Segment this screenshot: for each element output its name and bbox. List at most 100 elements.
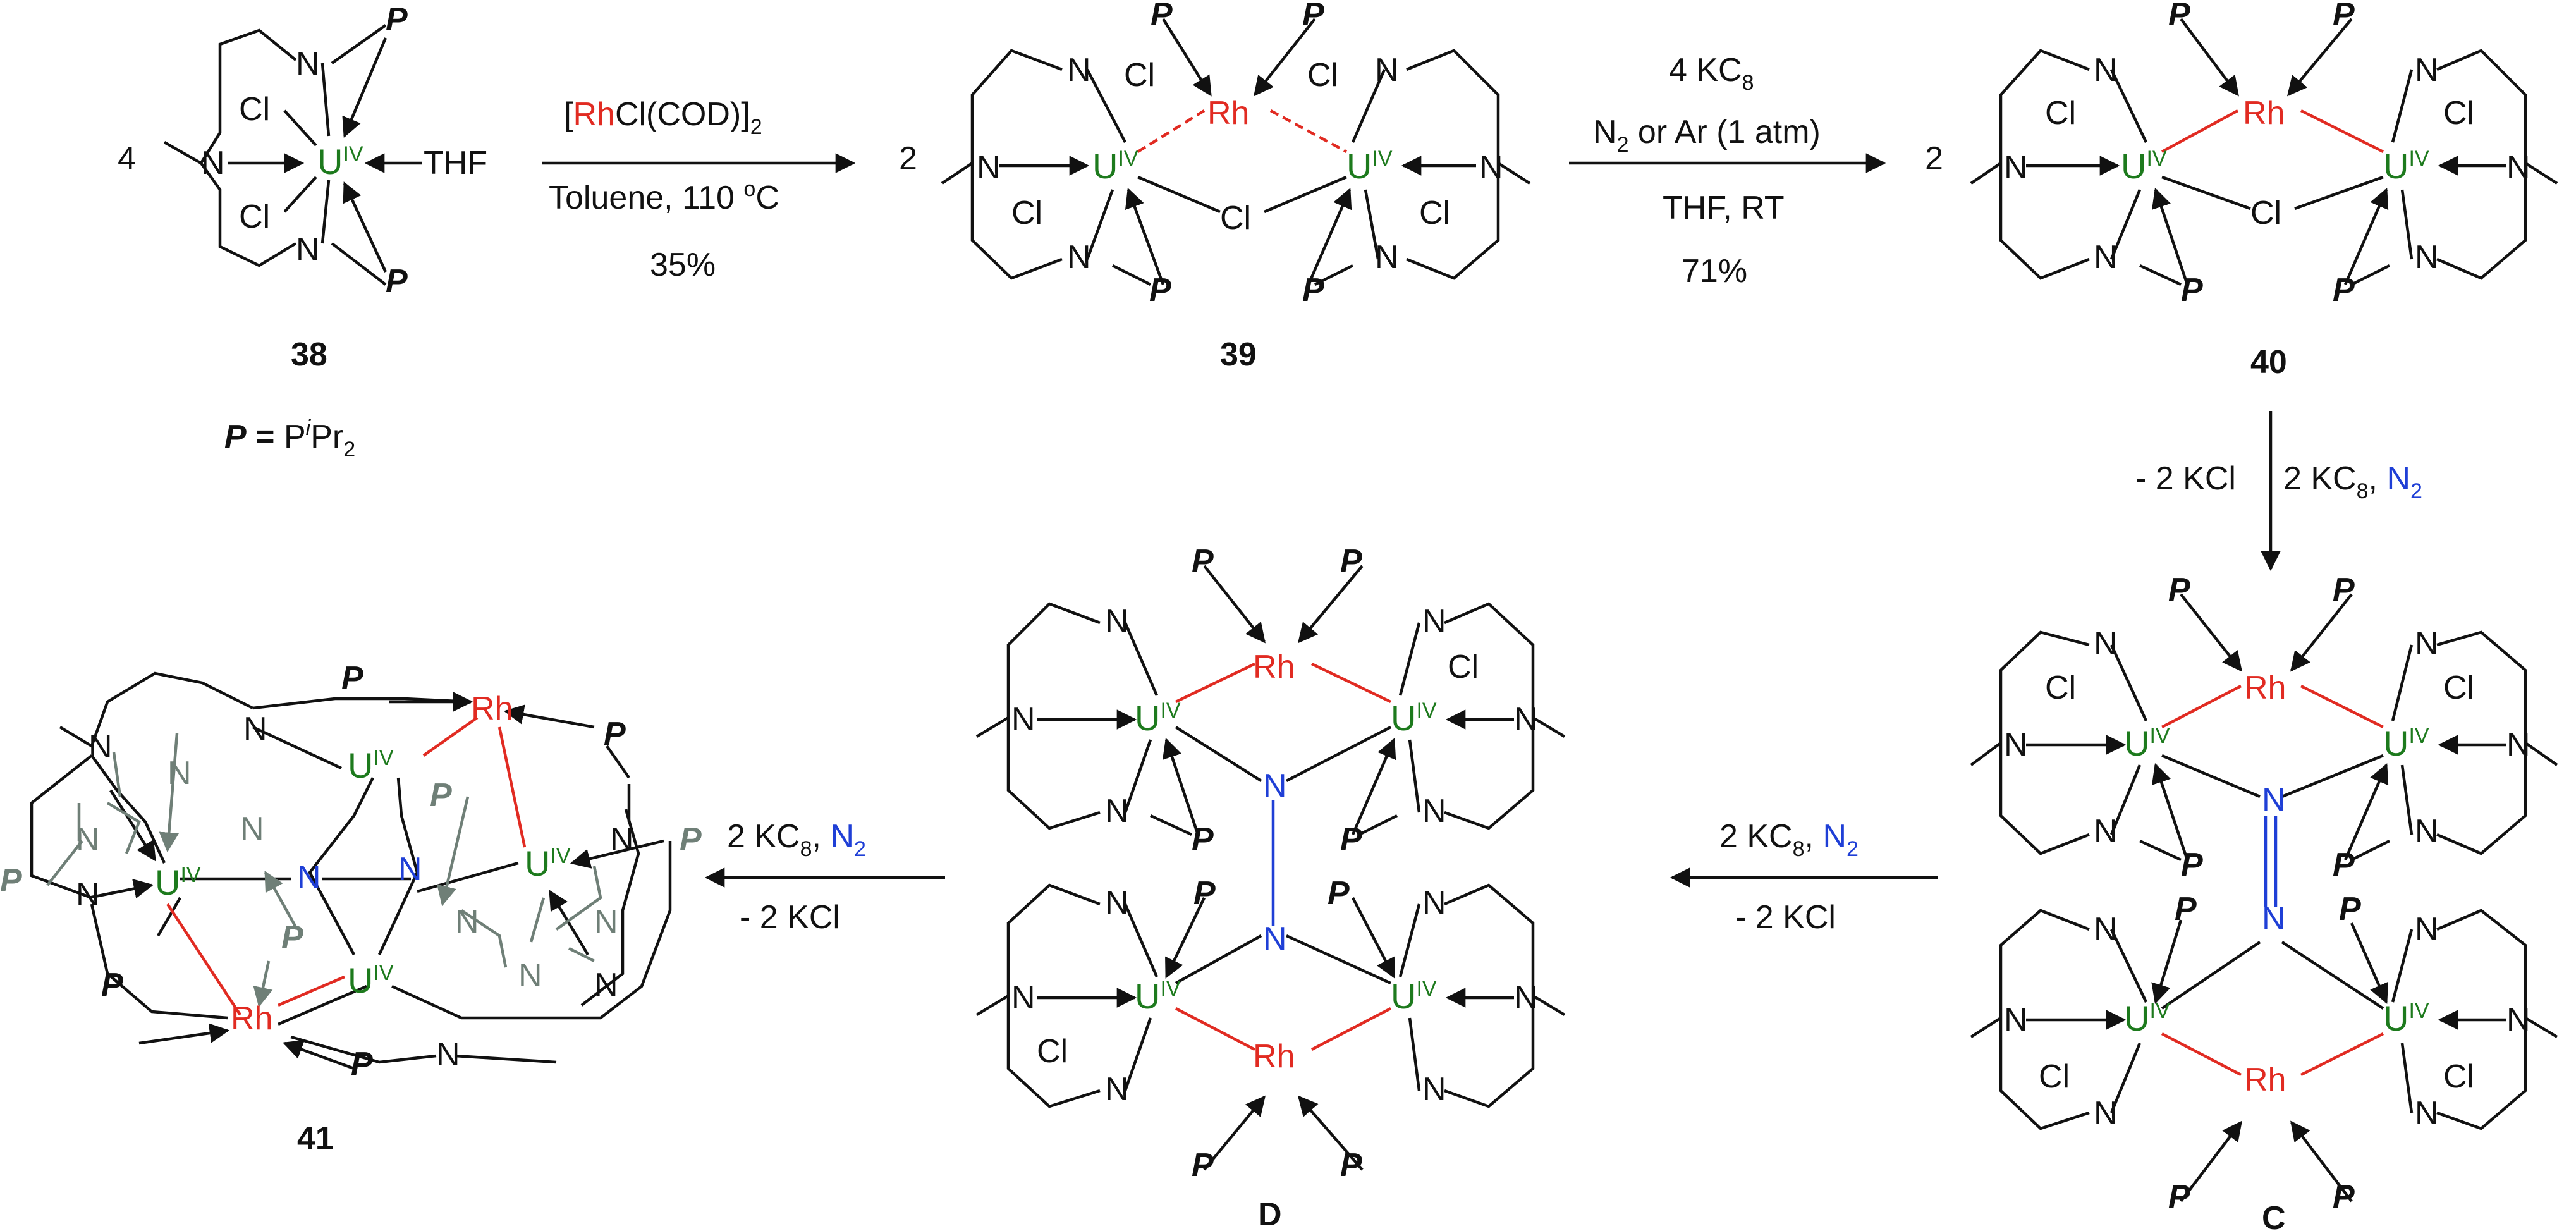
coefficient-38: 4 <box>118 140 136 177</box>
compound-label-40: 40 <box>2250 344 2287 381</box>
atom-p-D-a: P <box>1192 543 1214 580</box>
atom-n-40-a: N <box>2004 149 2028 186</box>
atom-p-41-c: P <box>101 967 123 1003</box>
atom-p-C-g: P <box>2339 891 2361 928</box>
atom-rh-41-top: Rh <box>471 690 513 727</box>
atom-p-41-gray-b: P <box>281 919 303 956</box>
atom-n-41-d: N <box>610 821 634 858</box>
atom-p-D-d: P <box>1340 821 1362 858</box>
atom-rh-C-top: Rh <box>2244 670 2286 706</box>
condition-minus-kcl-4: - 2 KCl <box>1735 899 1836 936</box>
atom-cl-39-b: Cl <box>1011 195 1042 231</box>
atom-n-C-i: N <box>2094 1095 2118 1132</box>
coefficient-40: 2 <box>1925 140 1943 177</box>
compound-label-41: 41 <box>297 1120 334 1157</box>
atom-rh-D-top: Rh <box>1253 649 1295 685</box>
atom-n-39-f: N <box>1479 149 1503 186</box>
atom-n-D-g: N <box>1011 979 1035 1016</box>
atom-cl-40-a: Cl <box>2045 95 2076 132</box>
atom-n-D-i: N <box>1105 1071 1129 1108</box>
atom-cl-39-d: Cl <box>1419 195 1450 231</box>
compound-38: 4 N N N Cl Cl UIV THF P P 38 P = PiPr2 <box>118 1 487 462</box>
atom-p-38-bottom: P <box>386 263 408 300</box>
reaction-arrow-5: 2 KC8, N2 - 2 KCl <box>704 818 945 936</box>
atom-n-39-d: N <box>1375 52 1399 89</box>
atom-n-D-e: N <box>1422 793 1446 830</box>
atom-n-39-c: N <box>1067 239 1091 276</box>
atom-n-C-top: N <box>2262 781 2286 818</box>
condition-atmosphere: N2 or Ar (1 atm) <box>1593 114 1821 157</box>
atom-rh-D-bottom: Rh <box>1253 1038 1295 1075</box>
atom-n-D-k: N <box>1422 1071 1446 1108</box>
atom-n-39-e: N <box>1375 239 1399 276</box>
atom-n-D-a: N <box>1011 701 1035 738</box>
compound-label-39: 39 <box>1220 336 1257 373</box>
atom-n-C-c: N <box>2094 813 2118 850</box>
atom-n-39-a: N <box>977 149 1001 186</box>
atom-u-39-a: UIV <box>1092 146 1138 186</box>
atom-p-D-g: P <box>1328 875 1350 912</box>
atom-n-41-gray-c: N <box>76 821 100 858</box>
atom-n-D-l: N <box>1514 979 1538 1016</box>
atom-p-41-a: P <box>341 660 363 697</box>
atom-n-C-k: N <box>2415 1095 2439 1132</box>
atom-n-41-gray-a: N <box>168 755 192 792</box>
atom-n-38-top: N <box>296 46 320 82</box>
atom-cl-C-a: Cl <box>2045 670 2076 706</box>
atom-rh-39: Rh <box>1207 95 1249 132</box>
atom-n-39-b: N <box>1067 52 1091 89</box>
atom-n-41-f: N <box>594 967 618 1003</box>
atom-cl-C-b: Cl <box>2443 670 2474 706</box>
atom-n-C-d: N <box>2415 625 2439 662</box>
atom-p-D-f: P <box>1192 1147 1214 1184</box>
atom-n-41-n2-a: N <box>297 859 321 896</box>
atom-n-C-g: N <box>2004 1001 2028 1038</box>
atom-p-39-c: P <box>1302 0 1324 33</box>
atom-p-41-gray-a: P <box>0 862 22 899</box>
compound-C: N N N N N Cl UIV Rh P P UIV N N N Cl P P… <box>1970 572 2558 1231</box>
atom-n-41-e: N <box>436 1036 460 1073</box>
atom-rh-41-bottom: Rh <box>231 1000 272 1037</box>
atom-n-38-bottom: N <box>296 231 320 268</box>
atom-p-41-gray-c: P <box>430 777 452 814</box>
atom-p-39-b: P <box>1149 272 1171 309</box>
atom-n-C-f: N <box>2506 726 2530 763</box>
reagent-kc8: 4 KC8 <box>1669 52 1754 95</box>
condition-kc8-n2-4: 2 KC8, N2 <box>1719 818 1859 861</box>
atom-u-C-a: UIV <box>2124 723 2170 763</box>
atom-p-C-f: P <box>2168 1179 2190 1215</box>
atom-p-D-b: P <box>1192 821 1214 858</box>
atom-n-D-d: N <box>1422 603 1446 640</box>
atom-n-41-c: N <box>76 876 100 913</box>
atom-p-C-c: P <box>2333 572 2355 608</box>
atom-n-41-gray-d: N <box>455 903 479 940</box>
atom-u-40-b: UIV <box>2383 146 2429 186</box>
atom-cl-39-a: Cl <box>1124 57 1155 94</box>
atom-p-40-c: P <box>2333 0 2355 33</box>
atom-n-40-c: N <box>2094 239 2118 276</box>
atom-p-40-b: P <box>2181 272 2203 309</box>
reaction-arrow-4: 2 KC8, N2 - 2 KCl <box>1670 818 1938 936</box>
atom-n-C-a: N <box>2004 726 2028 763</box>
atom-u-D-c: UIV <box>1135 976 1181 1016</box>
atom-n-D-b: N <box>1105 603 1129 640</box>
legend-p: P = PiPr2 <box>224 416 355 462</box>
atom-u-41-a: UIV <box>155 862 201 902</box>
atom-u-41-d: UIV <box>525 843 571 883</box>
atom-n-41-b: N <box>243 711 267 747</box>
compound-label-C: C <box>2262 1200 2286 1231</box>
condition-minus-kcl-3: - 2 KCl <box>2135 460 2236 497</box>
atom-n-38-apical: N <box>201 145 225 181</box>
atom-cl-39-c: Cl <box>1307 57 1338 94</box>
atom-p-D-e: P <box>1193 875 1216 912</box>
compound-41: N N N N N N UIV UIV UIV UIV N N Rh Rh N … <box>0 660 702 1157</box>
atom-cl-40-bridge: Cl <box>2250 195 2281 231</box>
atom-u-D-b: UIV <box>1391 698 1437 738</box>
atom-n-41-gray-f: N <box>594 903 618 940</box>
atom-p-41-b: P <box>604 716 626 752</box>
condition-thf-rt: THF, RT <box>1663 190 1785 226</box>
atom-n-41-gray-e: N <box>518 957 542 994</box>
compound-label-D: D <box>1258 1196 1282 1231</box>
condition-kc8-n2-3: 2 KC8, N2 <box>2283 460 2422 503</box>
